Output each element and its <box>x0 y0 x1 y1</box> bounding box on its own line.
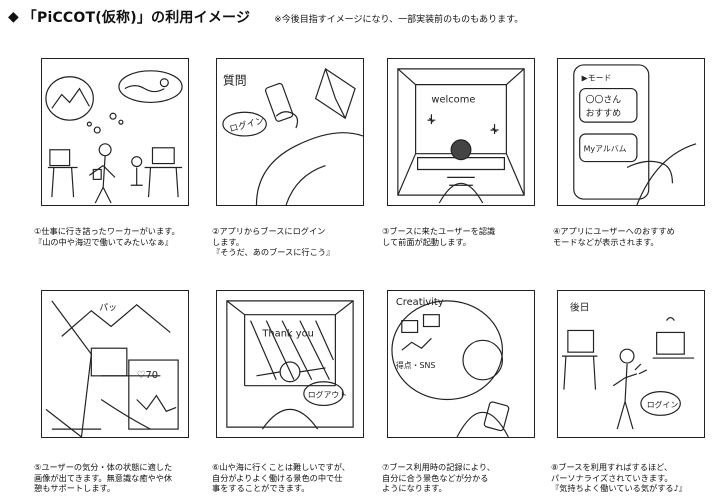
panel-2: 質問 ログイン <box>216 58 364 206</box>
panel-2-sketch: 質問 ログイン <box>222 67 363 205</box>
panel-5-heart-text: ♡70 <box>137 370 158 381</box>
panel-4: ▶モード 〇〇さん おすすめ Myアルバム <box>557 58 705 206</box>
panel-5-sketch: パッ ♡70 <box>45 300 179 437</box>
panel-3-welcome-text: welcome <box>431 94 475 105</box>
panel-6-logout-text: ログアウト <box>308 390 347 400</box>
panel-7-sketch: Creativity 得点・SNS <box>391 297 510 437</box>
panel-2-login-text: ログイン <box>228 114 265 135</box>
header-note: ※今後目指すイメージになり、一部実装前のものもあります。 <box>274 14 524 25</box>
panel-6-sketch: Thank you ログアウト <box>226 300 354 430</box>
panel-7-creativity-text: Creativity <box>396 297 444 308</box>
caption-5: ⑤ユーザーの気分・体の状態に適した 画像が出てきます。無意識な癒やや休 憩もサポ… <box>34 462 173 494</box>
panel-4-mode-text: ▶モード <box>582 74 612 83</box>
page-header: ◆ 「PiCCOT(仮称)」の利用イメージ ※今後目指すイメージになり、一部実装… <box>8 6 523 28</box>
caption-6: ⑥山や海に行くことは難しいですが、 自分がよりよく働ける景色の中で仕 事をするこ… <box>212 462 350 494</box>
panel-4-album-text: Myアルバム <box>584 145 627 154</box>
panel-3-sketch: welcome <box>397 68 525 204</box>
panel-4-sketch: ▶モード 〇〇さん おすすめ Myアルバム <box>573 64 697 205</box>
panel-7-sns-text: 得点・SNS <box>396 360 436 370</box>
panel-8-login-text: ログイン <box>647 399 679 409</box>
panel-1 <box>41 58 189 206</box>
caption-8: ⑧ブースを利用すればするほど、 パーソナライズされていきます。 『気持ちよく働い… <box>551 462 687 494</box>
panel-8-later-text: 後日 <box>570 301 590 314</box>
caption-4: ④アプリにユーザーへのおすすめ モードなどが表示されます。 <box>553 226 675 247</box>
caption-1: ①仕事に行き詰ったワーカーがいます。 『山の中や海辺で働いてみたいなぁ』 <box>34 226 180 247</box>
panel-3: welcome <box>387 58 535 206</box>
panel-5: パッ ♡70 <box>41 290 189 438</box>
panel-7: Creativity 得点・SNS <box>387 290 535 438</box>
diamond-bullet-icon: ◆ <box>8 9 19 25</box>
panel-4-recommend-text: おすすめ <box>586 108 622 119</box>
panel-6-thankyou-text: Thank you <box>261 328 314 339</box>
page-title: 「PiCCOT(仮称)」の利用イメージ <box>22 10 251 26</box>
caption-7: ⑦ブース利用時の記録により、 自分に合う景色などが分かる ようになります。 <box>382 462 495 494</box>
panel-6: Thank you ログアウト <box>216 290 364 438</box>
panel-4-user-text: 〇〇さん <box>586 94 622 105</box>
panel-8-sketch: 後日 ログイン <box>561 301 695 430</box>
panel-2-question-text: 質問 <box>223 74 247 88</box>
panel-8: 後日 ログイン <box>557 290 705 438</box>
panel-5-pop-text: パッ <box>99 303 117 314</box>
panel-1-sketch <box>45 70 183 204</box>
caption-3: ③ブースに来たユーザーを認識 して前面が起動します。 <box>382 226 496 247</box>
caption-2: ②アプリからブースにログイン します。 『そうだ、あのブースに行こう』 <box>212 226 335 258</box>
